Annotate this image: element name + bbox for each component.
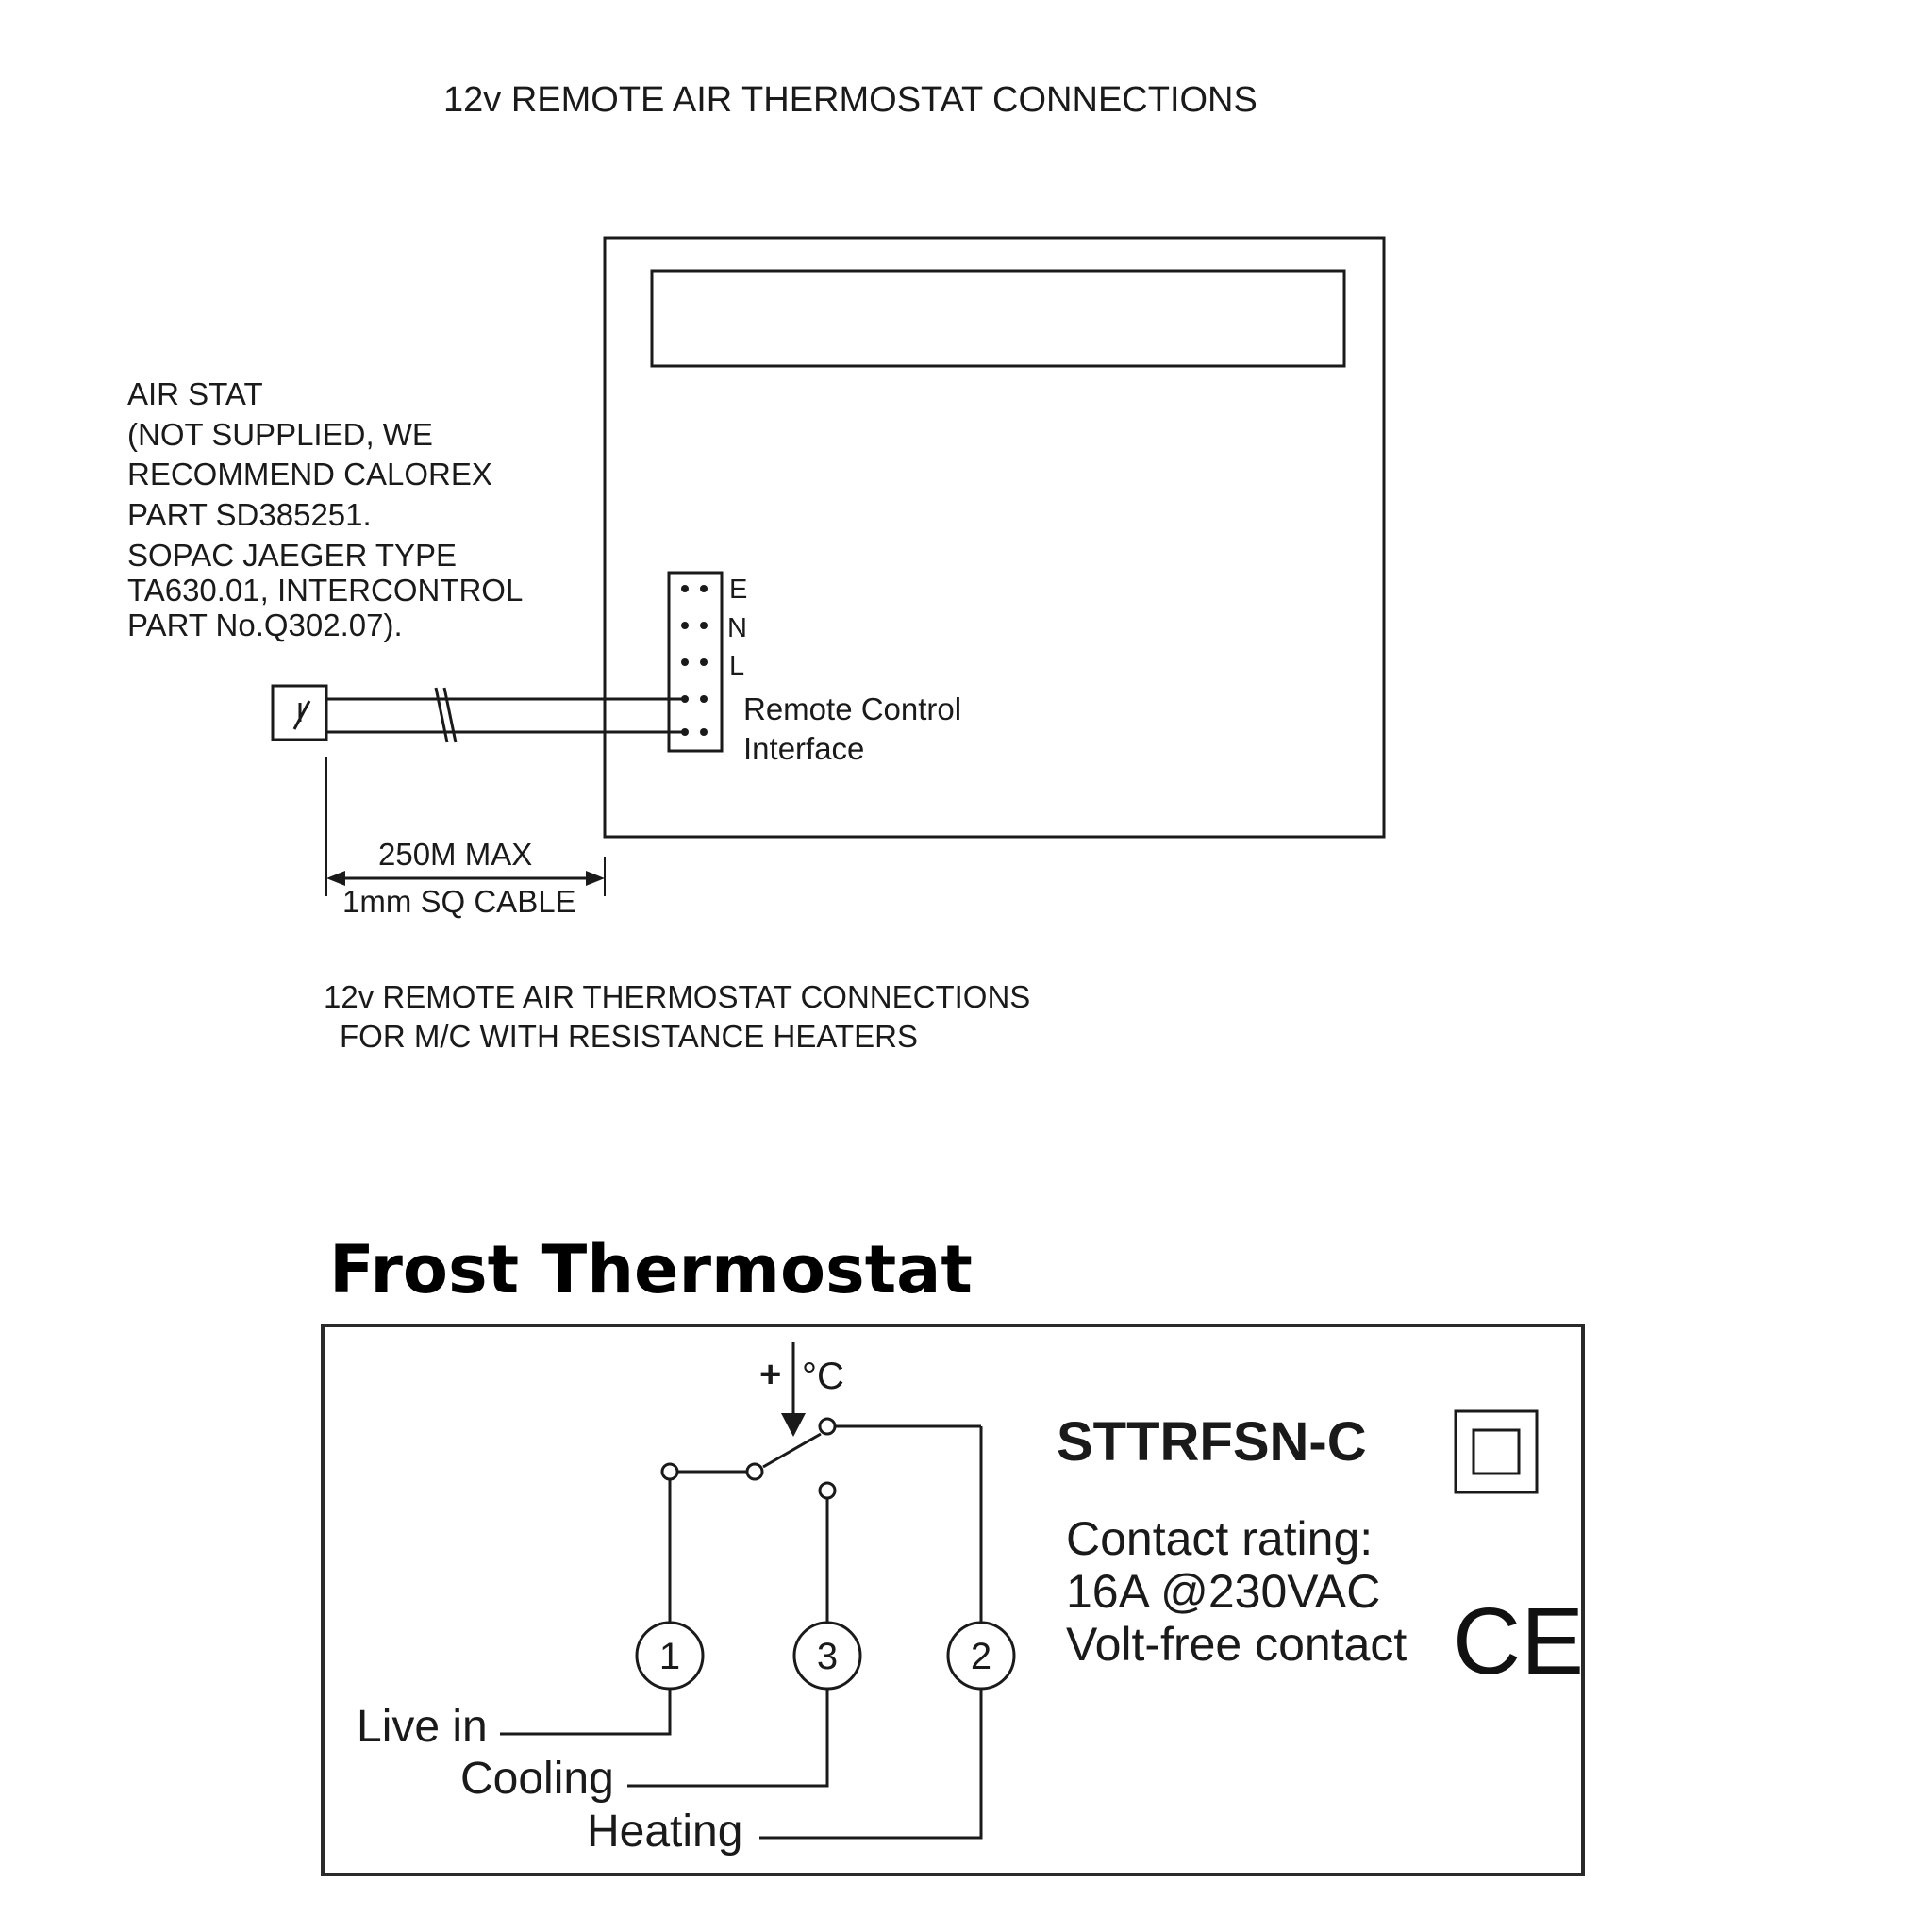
output-wires [500,1689,983,1840]
airstat-note-line: PART No.Q302.07). [127,608,403,642]
terminal-1: 1 [635,1621,705,1690]
terminal-3: 3 [792,1621,862,1690]
interface-label: Remote Control [743,691,961,726]
contact-rating-label: Contact rating: [1066,1512,1373,1565]
cable-type-label: 1mm SQ CABLE [342,884,576,919]
terminal-label-n: N [727,613,747,643]
terminal-label-l: L [729,651,744,681]
terminal-block-outline [667,571,724,753]
terminal-number: 2 [971,1636,991,1677]
cable-length-dimension: 250M MAX 1mm SQ CABLE [325,757,606,919]
wire-label-cooling: Cooling [460,1754,614,1804]
terminal-pin [700,695,708,703]
airstat-note-line: (NOT SUPPLIED, WE [127,417,433,452]
degree-celsius-symbol: °C [802,1356,844,1397]
airstat-note-line: PART SD385251. [127,497,372,532]
frost-thermostat-diagram: Frost Thermostat + °C 1 [321,1231,1585,1876]
airstat-note-line: RECOMMEND CALOREX [127,457,492,491]
cable [326,687,685,743]
model-number: STTRFSN-C [1057,1411,1367,1473]
frost-thermostat-label-panel [321,1324,1585,1876]
temperature-adjust-arrow: + °C [759,1342,844,1437]
volt-free-contact-label: Volt-free contact [1066,1618,1407,1671]
wire-label-heating: Heating [587,1807,742,1857]
terminal-pin [700,658,708,666]
terminal-pin [681,658,689,666]
terminal-pin [681,585,689,592]
terminal-pin [681,622,689,629]
airstat-switch-icon [271,684,328,741]
airstat-note-line: AIR STAT [127,376,263,411]
contact-point [660,1462,679,1481]
diagram1-title: 12v REMOTE AIR THERMOSTAT CONNECTIONS [443,80,1257,120]
terminal-pin [700,728,708,736]
interface-label: Interface [743,731,864,766]
terminal-pin [700,622,708,629]
frost-thermostat-heading: Frost Thermostat [329,1231,973,1308]
unit-display-panel [650,269,1346,368]
cable-break-mark [442,687,458,743]
cable-break-mark [434,687,449,743]
cable-length-label: 250M MAX [378,837,532,872]
diagram1-caption: 12v REMOTE AIR THERMOSTAT CONNECTIONS [324,979,1030,1014]
terminal-block: E N L [667,571,747,753]
airstat-note-line: TA630.01, INTERCONTROL [127,573,523,608]
contact-rating-value: 16A @230VAC [1066,1565,1380,1618]
airstat-note: AIR STAT (NOT SUPPLIED, WE RECOMMEND CAL… [127,376,523,642]
plus-symbol: + [759,1354,781,1395]
terminal-2: 2 [946,1621,1016,1690]
terminal-number: 1 [659,1636,680,1677]
terminal-number: 3 [817,1636,838,1677]
contact-point [818,1481,837,1500]
airstat-note-line: SOPAC JAEGER TYPE [127,538,457,573]
diagram1-caption: FOR M/C WITH RESISTANCE HEATERS [340,1019,918,1054]
terminal-pin [700,585,708,592]
unit-housing [603,236,1386,839]
terminal-label-e: E [729,575,747,605]
remote-air-thermostat-diagram: 12v REMOTE AIR THERMOSTAT CONNECTIONS AI… [127,80,1386,1054]
contact-point [745,1462,764,1481]
ce-mark-icon: CE [1453,1589,1584,1694]
double-insulation-icon [1454,1409,1539,1494]
thermostat-switch [660,1417,983,1627]
wire-label-live-in: Live in [357,1702,488,1752]
contact-point [818,1417,837,1436]
